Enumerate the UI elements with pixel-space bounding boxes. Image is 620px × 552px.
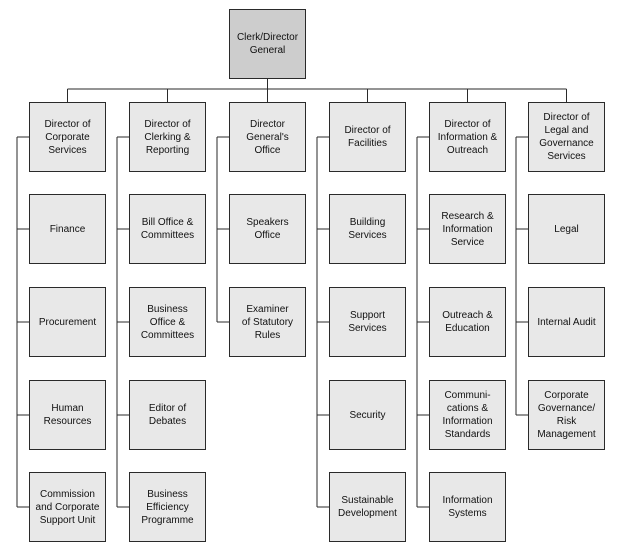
unit-label: Editor of Debates xyxy=(148,403,187,427)
unit-box-outreach-education: Outreach & Education xyxy=(429,287,506,357)
unit-box-speakers-office: Speakers Office xyxy=(229,194,306,264)
clerk-director-general-box: Clerk/Director General xyxy=(229,9,306,79)
unit-box-information-systems: Information Systems xyxy=(429,472,506,542)
unit-label: Communi- cations & Information Standards xyxy=(442,390,493,440)
unit-label: Legal xyxy=(554,223,579,235)
unit-box-security: Security xyxy=(329,380,406,450)
unit-label: Security xyxy=(349,409,386,421)
director-box-director-of-clerking-reporting: Director of Clerking & Reporting xyxy=(129,102,206,172)
unit-box-editor-of-debates: Editor of Debates xyxy=(129,380,206,450)
unit-label: Internal Audit xyxy=(537,316,596,328)
unit-box-finance: Finance xyxy=(29,194,106,264)
unit-label: Support Services xyxy=(348,310,387,334)
unit-box-business-office-committees: Business Office & Committees xyxy=(129,287,206,357)
unit-label: Procurement xyxy=(38,316,97,328)
director-box-director-of-information-outreach: Director of Information & Outreach xyxy=(429,102,506,172)
unit-box-legal: Legal xyxy=(528,194,605,264)
unit-box-internal-audit: Internal Audit xyxy=(528,287,605,357)
unit-label: Commission and Corporate Support Unit xyxy=(35,488,100,526)
unit-box-support-services: Support Services xyxy=(329,287,406,357)
unit-box-bill-office-committees: Bill Office & Committees xyxy=(129,194,206,264)
unit-box-corporate-governance-risk-management: Corporate Governance/ Risk Management xyxy=(528,380,605,450)
unit-label: Corporate Governance/ Risk Management xyxy=(537,390,596,440)
director-label: Director of Legal and Governance Service… xyxy=(539,112,594,162)
unit-label: Human Resources xyxy=(43,403,92,427)
director-box-director-of-legal-and-governance-services: Director of Legal and Governance Service… xyxy=(528,102,605,172)
unit-box-communi-cations-information-standards: Communi- cations & Information Standards xyxy=(429,380,506,450)
unit-box-sustainable-development: Sustainable Development xyxy=(329,472,406,542)
unit-box-business-efficiency-programme: Business Efficiency Programme xyxy=(129,472,206,542)
director-label: Director of Corporate Services xyxy=(44,118,91,156)
unit-label: Sustainable Development xyxy=(338,495,397,519)
unit-label: Bill Office & Committees xyxy=(140,217,195,241)
unit-label: Building Services xyxy=(348,217,387,241)
director-label: Director of Clerking & Reporting xyxy=(144,118,191,156)
director-label: Director of Facilities xyxy=(344,125,391,149)
unit-label: Examiner of Statutory Rules xyxy=(241,303,294,341)
unit-box-human-resources: Human Resources xyxy=(29,380,106,450)
unit-label: Business Efficiency Programme xyxy=(141,488,194,526)
unit-box-commission-and-corporate-support-unit: Commission and Corporate Support Unit xyxy=(29,472,106,542)
unit-label: Information Systems xyxy=(442,495,493,519)
unit-label: Outreach & Education xyxy=(442,310,493,334)
unit-label: Business Office & Committees xyxy=(140,303,195,341)
director-label: Director of Information & Outreach xyxy=(437,118,498,156)
director-box-director-of-corporate-services: Director of Corporate Services xyxy=(29,102,106,172)
director-label: Director General's Office xyxy=(246,118,289,156)
unit-box-building-services: Building Services xyxy=(329,194,406,264)
clerk-director-general-label: Clerk/Director General xyxy=(236,32,299,56)
unit-label: Speakers Office xyxy=(246,217,289,241)
unit-box-examiner-of-statutory-rules: Examiner of Statutory Rules xyxy=(229,287,306,357)
unit-box-procurement: Procurement xyxy=(29,287,106,357)
unit-label: Research & Information Service xyxy=(441,210,494,248)
director-box-director-general-s-office: Director General's Office xyxy=(229,102,306,172)
director-box-director-of-facilities: Director of Facilities xyxy=(329,102,406,172)
unit-label: Finance xyxy=(49,223,86,235)
unit-box-research-information-service: Research & Information Service xyxy=(429,194,506,264)
